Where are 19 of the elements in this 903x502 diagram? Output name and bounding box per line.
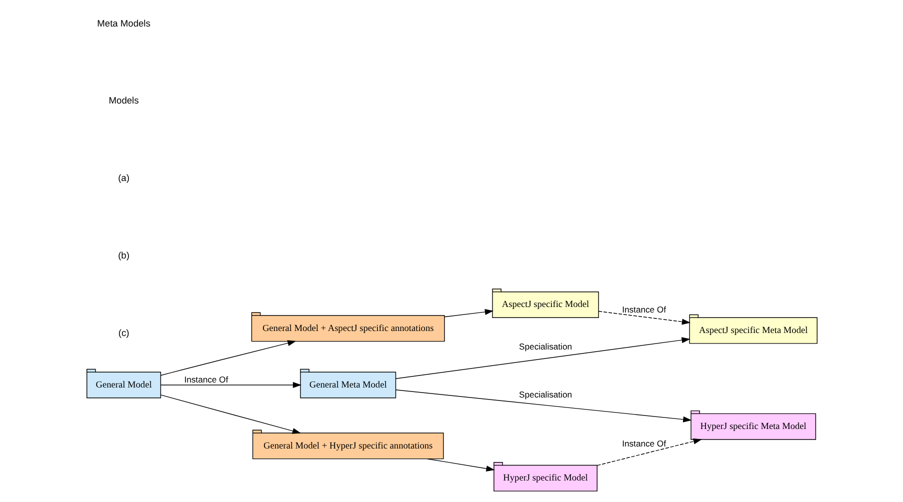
arrow bbox=[160, 382, 301, 388]
arrow bbox=[426, 458, 494, 472]
arrow bbox=[160, 394, 301, 434]
edge-label: Instance Of bbox=[184, 374, 228, 385]
arrow bbox=[444, 308, 494, 318]
arrow bbox=[395, 390, 692, 422]
label: (a) bbox=[118, 173, 129, 184]
arrow bbox=[160, 340, 296, 376]
arrow bbox=[395, 337, 690, 380]
label: (b) bbox=[118, 250, 129, 260]
arrow bbox=[598, 310, 690, 325]
edge-label: Instance Of bbox=[622, 304, 666, 314]
label: Models bbox=[108, 96, 138, 106]
label: (c) bbox=[118, 328, 129, 338]
arrow bbox=[596, 438, 702, 466]
edge-label: Specialisation bbox=[518, 390, 572, 400]
edge-label: Instance Of bbox=[622, 438, 666, 448]
edge-label: Specialisation bbox=[518, 342, 572, 352]
label: Meta Models bbox=[96, 18, 150, 28]
